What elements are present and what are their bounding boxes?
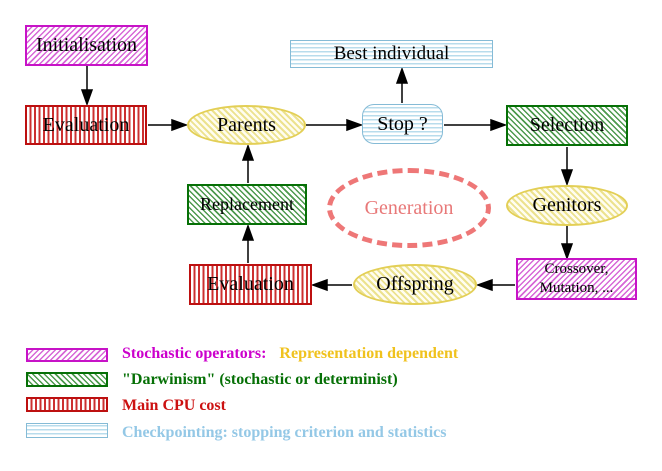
arrow-stop-to-selection (444, 118, 508, 132)
node-selection: Selection (506, 105, 628, 146)
crossover-line2: Mutation, ... (539, 280, 614, 296)
legend-label-stochastic: Stochastic operators: (122, 345, 267, 362)
legend-item-checkpointing: Checkpointing: stopping criterion and st… (122, 424, 447, 441)
arrow-evaluation-to-parents (148, 118, 189, 132)
legend-item-darwinism: "Darwinism" (stochastic or determinist) (122, 371, 398, 388)
arrow-genitors-to-crossover (560, 226, 574, 261)
node-offspring: Offspring (353, 264, 477, 305)
generation-label: Generation (364, 196, 454, 219)
crossover-line1: Crossover, (544, 260, 609, 277)
generation-dashed-ellipse: Generation (327, 168, 491, 248)
arrow-initialisation-to-evaluation (80, 66, 94, 107)
arrow-stop-to-best-individual (395, 66, 409, 103)
arrow-parents-to-stop (306, 118, 364, 132)
legend-swatch-cpu-cost (26, 397, 108, 412)
node-best-individual: Best individual (290, 40, 493, 68)
legend-swatch-darwinism (26, 372, 108, 387)
arrow-replacement-to-parents (241, 143, 255, 183)
legend-label-representation: Representation dependent (279, 345, 459, 362)
node-evaluation-top: Evaluation (25, 105, 147, 145)
node-crossover-mutation: Crossover, Mutation, ... (516, 258, 637, 300)
legend-item-cpu-cost: Main CPU cost (122, 397, 226, 414)
node-parents: Parents (187, 105, 306, 145)
node-replacement: Replacement (187, 184, 307, 225)
arrow-selection-to-genitors (560, 147, 574, 187)
node-initialisation: Initialisation (25, 25, 148, 66)
legend-item-stochastic-operators: Stochastic operators: Representation depe… (122, 345, 458, 363)
arrow-crossover-to-offspring (475, 278, 515, 292)
legend-swatch-stochastic-operators (26, 348, 108, 362)
node-evaluation-bottom: Evaluation (189, 264, 312, 305)
node-stop: Stop ? (362, 104, 443, 144)
legend-swatch-checkpointing (26, 423, 108, 438)
node-genitors: Genitors (506, 185, 628, 226)
arrow-evaluation-to-replacement (241, 223, 255, 263)
arrow-offspring-to-evaluation (310, 278, 352, 292)
